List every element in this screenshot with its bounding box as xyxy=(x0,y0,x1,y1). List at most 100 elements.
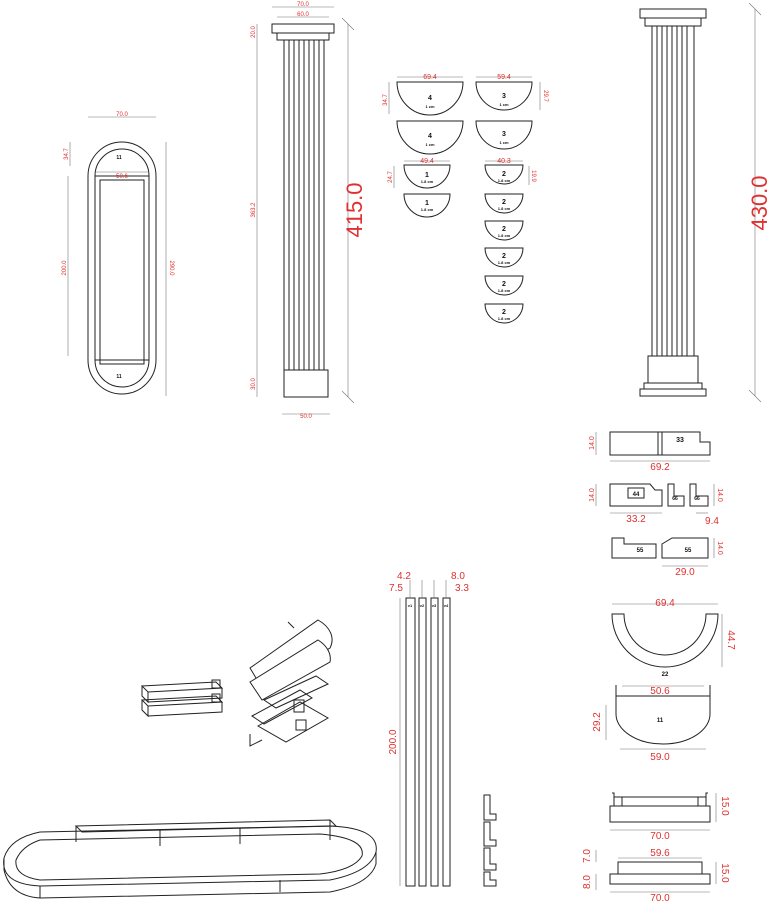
part-55-label: 55 xyxy=(637,548,644,554)
piece-number: 4 xyxy=(428,95,432,102)
piece-sub: 1 cm xyxy=(499,102,509,107)
part-33-dim-h: 14.0 xyxy=(589,436,596,450)
part-66-a: 66 xyxy=(667,483,685,507)
half-round-piece: 2 1.8 cm xyxy=(484,275,524,296)
piece-number: 4 xyxy=(428,133,432,140)
piece-number: 2 xyxy=(502,309,506,316)
iso-base-frame xyxy=(3,819,377,899)
strip-dim-3: 7.5 xyxy=(389,583,403,594)
part-55-label-b: 55 xyxy=(685,548,692,554)
strip-label-3: v3 xyxy=(432,603,437,608)
part-44-dim-h: 14.0 xyxy=(589,488,596,502)
part-11-dim-h: 29.2 xyxy=(592,712,603,732)
half-round-piece: 1 1.8 cm xyxy=(403,193,451,218)
oval-label-bottom: 11 xyxy=(116,374,122,380)
oval-dim-inner: 50.6 xyxy=(116,174,128,180)
piece-dim-w: 49.4 xyxy=(420,158,434,165)
col-dim-shaft: 363.2 xyxy=(251,202,257,218)
side-col-dim-total: 430.0 xyxy=(747,175,768,230)
piece-number: 2 xyxy=(502,226,506,233)
vertical-strips: v1 v2 v3 v4 4.2 8.0 7.5 3.3 200.0 xyxy=(388,571,469,887)
col-dim-base-w: 50.0 xyxy=(300,414,312,420)
part-66-label-b: 66 xyxy=(694,496,700,502)
part-44-dim-w: 33.2 xyxy=(626,514,646,525)
part-33-label: 33 xyxy=(676,437,684,444)
piece-sub: 1.8 cm xyxy=(498,206,511,211)
part-11-dim-inner: 50.6 xyxy=(650,686,670,697)
part-44: 44 14.0 33.2 xyxy=(589,483,663,525)
half-round-piece: 2 1.8 cm 40.3 19.9 xyxy=(484,158,536,185)
part-33: 33 14.0 69.2 xyxy=(589,431,711,473)
oval-dim-straight: 200.0 xyxy=(62,260,68,276)
block-parts: 33 14.0 69.2 44 14.0 33.2 66 66 14.0 9.4 xyxy=(589,431,723,578)
part-11-label: 11 xyxy=(657,718,664,724)
base-lower-dim-top: 59.6 xyxy=(650,848,670,859)
half-round-piece: 2 1.8 cm xyxy=(484,220,524,241)
strip-dim-2: 8.0 xyxy=(451,571,465,582)
base-upper-dim-w: 70.0 xyxy=(650,831,670,842)
piece-number: 3 xyxy=(502,93,506,100)
col-dim-total: 415.0 xyxy=(342,182,367,237)
part-55-b: 55 14.0 29.0 xyxy=(661,537,723,578)
col-dim-cap-inner: 60.0 xyxy=(297,12,309,18)
iso-half-disks xyxy=(249,619,333,701)
base-lower-dim-bottom: 8.0 xyxy=(582,875,593,889)
col-dim-cap-outer: 70.0 xyxy=(297,2,309,8)
part-44-label: 44 xyxy=(633,492,640,498)
half-round-piece: 3 1 cm xyxy=(475,120,533,150)
piece-sub: 1.8 cm xyxy=(498,178,511,183)
column-side: 430.0 xyxy=(639,2,768,403)
part-55-dim-h: 14.0 xyxy=(716,541,723,555)
piece-number: 2 xyxy=(502,171,506,178)
piece-dim-h: 24.7 xyxy=(388,171,394,183)
piece-dim-w: 69.4 xyxy=(423,74,437,81)
part-66-b: 66 14.0 9.4 xyxy=(689,483,723,527)
piece-sub: 1.8 cm xyxy=(421,207,434,212)
iso-frame-pieces xyxy=(249,675,330,747)
piece-dim-w: 59.4 xyxy=(497,74,511,81)
column-front: 70.0 60.0 20.0 363.2 30.0 50.0 415.0 xyxy=(251,2,367,420)
part-33-dim-w: 69.2 xyxy=(650,462,670,473)
strip-label-4: v4 xyxy=(444,603,449,608)
part-66-label: 66 xyxy=(672,496,678,502)
strip-label-1: v1 xyxy=(408,603,413,608)
piece-sub: 1.8 cm xyxy=(498,316,511,321)
piece-sub: 1.8 cm xyxy=(421,179,434,184)
strip-dim-4: 3.3 xyxy=(455,583,469,594)
part-22-label: 22 xyxy=(662,672,669,678)
piece-sub: 1.8 cm xyxy=(498,288,511,293)
piece-number: 1 xyxy=(425,172,429,179)
piece-number: 2 xyxy=(502,253,506,260)
half-round-piece: 2 1.8 cm xyxy=(484,247,524,268)
oval-dim-total: 290.0 xyxy=(168,260,174,276)
col-dim-cap-h: 20.0 xyxy=(251,26,257,38)
iso-channel-pieces xyxy=(140,679,224,718)
base-lower-dim-step: 7.0 xyxy=(582,849,593,863)
base-part-upper: 15.0 70.0 xyxy=(609,792,730,842)
half-round-piece: 4 1 cm xyxy=(396,120,464,155)
half-round-piece: 1 1.8 cm 49.4 24.7 xyxy=(388,158,451,189)
piece-number: 1 xyxy=(425,200,429,207)
l-brackets xyxy=(483,794,497,887)
half-round-pieces: 4 1 cm 69.4 34.7 4 1 cm 1 1.8 cm 49.4 24… xyxy=(383,74,548,324)
piece-sub: 1 cm xyxy=(499,140,509,145)
strip-dim-length: 200.0 xyxy=(388,729,399,754)
half-round-piece: 3 1 cm 59.4 29.7 xyxy=(475,74,548,111)
half-round-piece: 2 1.8 cm xyxy=(484,303,524,324)
piece-number: 2 xyxy=(502,199,506,206)
strip-label-2: v2 xyxy=(420,603,425,608)
piece-number: 3 xyxy=(502,131,506,138)
part-66-dim-h: 14.0 xyxy=(716,488,723,502)
base-lower-dim-h: 15.0 xyxy=(719,863,730,883)
u-part-11: 11 50.6 29.2 59.0 xyxy=(592,685,711,763)
piece-sub: 1.8 cm xyxy=(498,260,511,265)
u-part-22: 22 69.4 44.7 xyxy=(611,598,736,678)
piece-sub: 1 cm xyxy=(425,142,435,147)
piece-number: 2 xyxy=(502,281,506,288)
part-66-dim-w: 9.4 xyxy=(705,516,719,527)
base-part-lower: 59.6 7.0 15.0 8.0 70.0 xyxy=(582,848,730,904)
piece-sub: 1.8 cm xyxy=(498,233,511,238)
half-round-piece: 2 1.8 cm xyxy=(484,193,524,214)
piece-dim-h: 34.7 xyxy=(383,94,389,106)
col-dim-base-h: 30.0 xyxy=(251,378,257,390)
